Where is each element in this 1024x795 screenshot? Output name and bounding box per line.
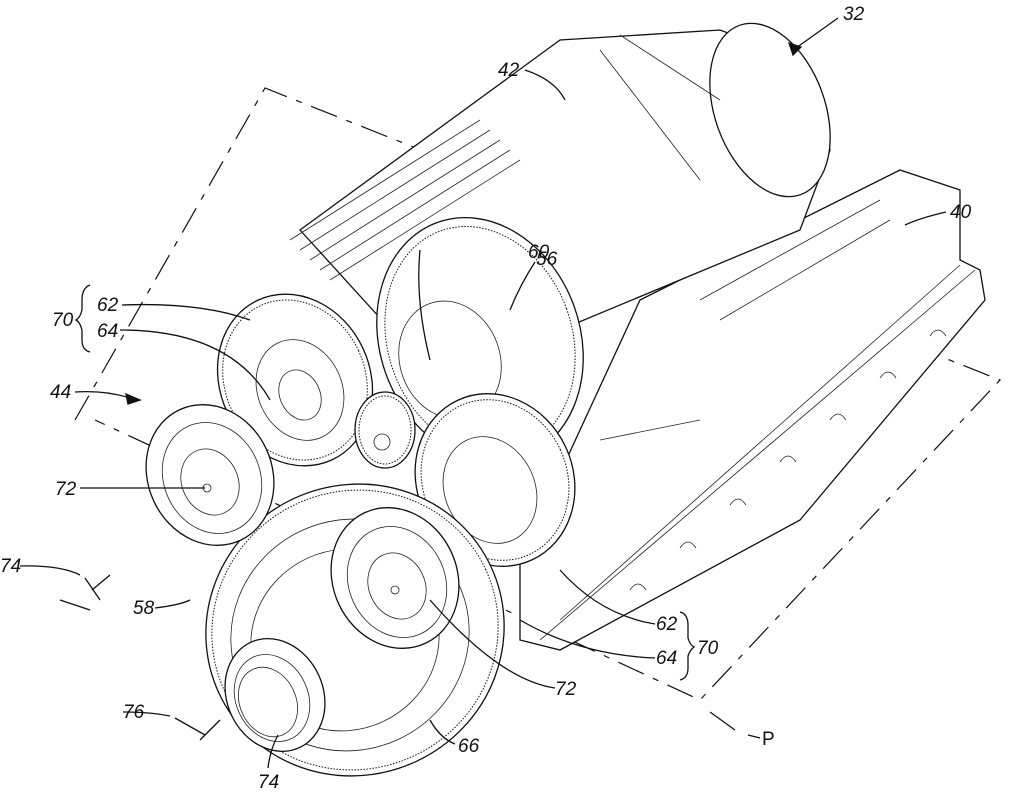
label-74-bottom: 74 bbox=[258, 772, 279, 793]
label-64-left: 64 bbox=[97, 321, 118, 342]
label-70-right: 70 bbox=[697, 638, 719, 659]
label-70-left: 70 bbox=[52, 310, 74, 331]
wheel-72-right bbox=[330, 507, 460, 649]
label-72-right: 72 bbox=[555, 679, 577, 700]
label-32: 32 bbox=[843, 4, 865, 25]
ring-gear-56 bbox=[376, 217, 584, 463]
label-44: 44 bbox=[50, 382, 71, 403]
gear-62-upper bbox=[216, 293, 374, 467]
label-40: 40 bbox=[950, 202, 972, 223]
label-76: 76 bbox=[123, 702, 145, 723]
brace-70-left bbox=[74, 284, 91, 353]
label-60: 60 bbox=[528, 242, 550, 263]
label-62-right: 62 bbox=[656, 614, 678, 635]
brace-70-right bbox=[679, 611, 696, 681]
label-56: 56 bbox=[536, 249, 558, 270]
label-58: 58 bbox=[133, 598, 155, 619]
label-62-left: 62 bbox=[97, 295, 119, 316]
label-72-left: 72 bbox=[55, 479, 77, 500]
label-64-right: 64 bbox=[656, 648, 677, 669]
label-p: P bbox=[762, 729, 775, 750]
leader-lines bbox=[19, 17, 947, 769]
housing-40 bbox=[519, 169, 986, 651]
pinion-60 bbox=[354, 391, 416, 469]
plane-p bbox=[74, 87, 1002, 701]
label-74-left: 74 bbox=[0, 556, 21, 577]
hub-74 bbox=[224, 638, 326, 752]
wheel-72-left bbox=[145, 404, 275, 546]
label-42: 42 bbox=[498, 60, 520, 81]
label-66: 66 bbox=[458, 736, 480, 757]
